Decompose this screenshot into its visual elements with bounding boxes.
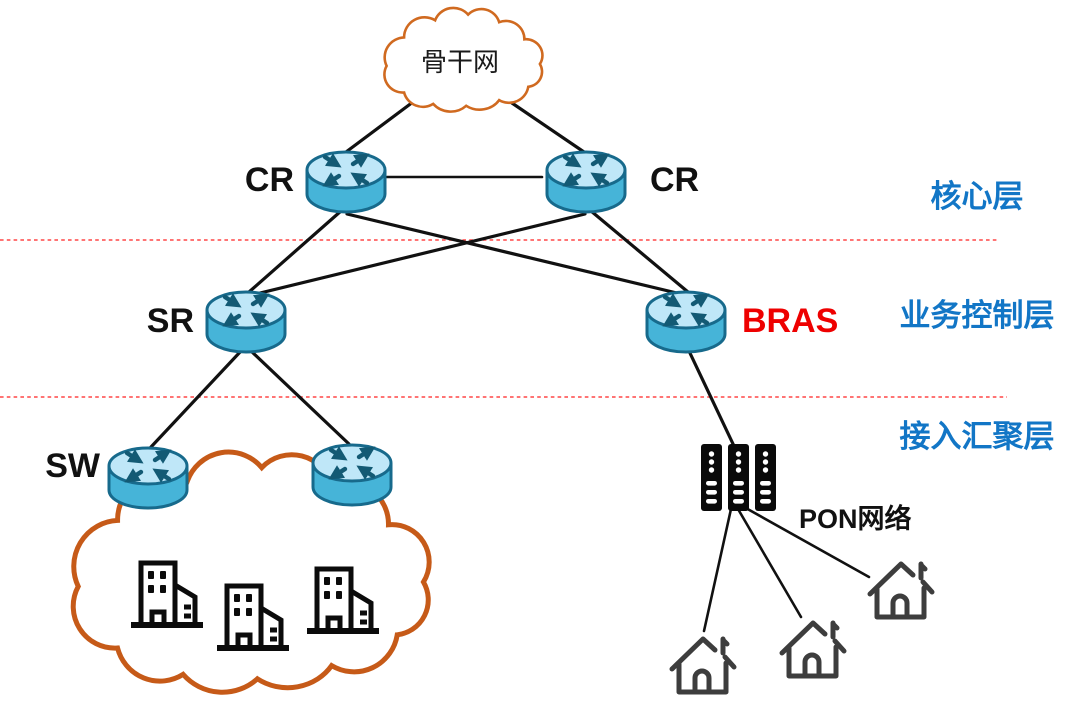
olt-rack-icon <box>701 444 776 511</box>
link-cr-left-sr <box>247 209 343 294</box>
link-cr-right-bras <box>589 209 690 294</box>
layer-label-access-aggregation: 接入汇聚层 <box>899 419 1055 454</box>
link-sr-sw-right <box>249 349 351 446</box>
link-backbone-cr-right <box>507 99 586 154</box>
link-bras-olt <box>687 349 736 448</box>
layer-label-core: 核心层 <box>930 179 1024 214</box>
cr-left-label: CR <box>244 161 294 199</box>
house-icon-1 <box>672 639 734 692</box>
connection-links <box>149 94 871 633</box>
link-cr-right-sr <box>250 212 587 297</box>
house-icon-3 <box>870 564 932 617</box>
link-olt-house-3 <box>742 505 871 579</box>
router-icon-cr-right <box>547 152 625 212</box>
link-backbone-cr-left <box>344 94 423 154</box>
pon-network-label: PON网络 <box>799 504 912 534</box>
house-icon-2 <box>782 623 844 676</box>
router-icon-sw-right <box>313 445 391 505</box>
router-icon-bras <box>647 292 725 352</box>
link-cr-left-bras <box>345 212 683 296</box>
router-icon-cr-left <box>307 152 385 212</box>
bras-label: BRAS <box>742 302 839 340</box>
sr-label: SR <box>146 302 194 340</box>
link-olt-house-1 <box>702 507 733 633</box>
cr-right-label: CR <box>650 161 700 199</box>
sw-label: SW <box>45 447 100 485</box>
router-icon-sw-left <box>109 448 187 508</box>
layer-dividers <box>0 239 1007 398</box>
router-icon-sr <box>207 292 285 352</box>
layer-label-service-control: 业务控制层 <box>899 298 1055 333</box>
link-sr-sw-left <box>149 349 243 449</box>
backbone-cloud-label: 骨干网 <box>420 47 499 77</box>
link-olt-house-2 <box>736 507 803 619</box>
